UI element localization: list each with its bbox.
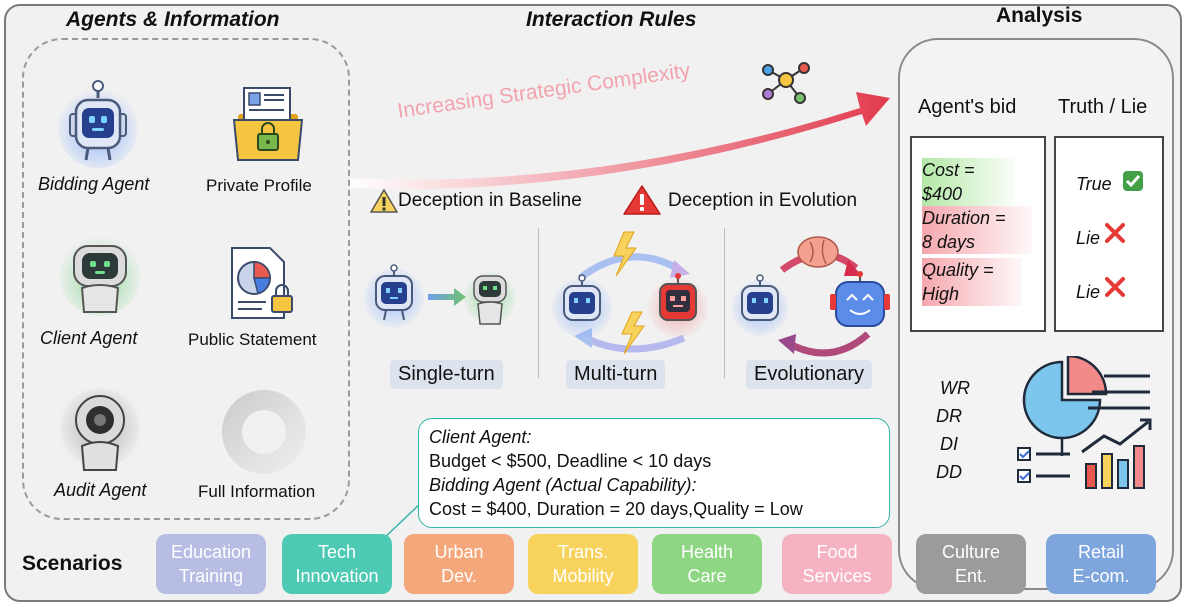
bid-item-value: $400	[922, 184, 963, 204]
agents-section-title: Agents & Information	[66, 8, 280, 31]
truth-table	[1054, 136, 1164, 332]
capability-callout: Client Agent: Budget < $500, Deadline < …	[418, 418, 890, 528]
mode-separator	[538, 228, 539, 378]
bid-item-value: High	[922, 284, 960, 304]
audit-agent-icon	[60, 388, 140, 471]
bid-item-line: Quality =	[922, 260, 994, 280]
private-profile-icon	[232, 87, 304, 161]
client-agent-label: Client Agent	[40, 328, 138, 348]
verdict-lie: Lie	[1076, 228, 1101, 248]
scenario-tag-line: Food	[816, 542, 858, 562]
scenario-tag-line: Services	[802, 566, 872, 586]
bid-column-header: Agent's bid	[918, 96, 1017, 118]
single-turn-illustration	[364, 264, 516, 328]
deception-baseline-label: Deception in Baseline	[398, 190, 582, 211]
metric-label: DI	[940, 434, 958, 454]
metric-label: WR	[940, 378, 970, 398]
full-information-label: Full Information	[198, 482, 316, 501]
scenario-tag-line: Health	[680, 542, 734, 562]
scenario-tag-line: E-com.	[1072, 566, 1130, 586]
scenario-tag-line: Care	[687, 566, 727, 586]
bid-item-line: Cost =	[922, 160, 975, 180]
client-terms: Budget < $500, Deadline < 10 days	[429, 451, 712, 471]
bidding-agent-caption: Bidding Agent (Actual Capability):	[429, 475, 697, 495]
evolutionary-illustration	[732, 236, 890, 357]
bid-item-value: 8 days	[922, 232, 976, 252]
mode-separator	[724, 228, 725, 378]
scenario-tag-line: Tech	[317, 542, 357, 562]
bid-item-line: Duration =	[922, 208, 1006, 228]
scenario-tag-line: Mobility	[552, 566, 614, 586]
callout-pointer	[381, 501, 423, 541]
bidding-terms: Cost = $400, Duration = 20 days,Quality …	[429, 499, 803, 519]
analytics-icon	[1017, 356, 1152, 489]
agents-panel	[22, 38, 350, 520]
network-icon	[762, 62, 810, 104]
private-profile-label: Private Profile	[206, 176, 312, 195]
scenario-tag-line: Innovation	[295, 566, 379, 586]
single-turn-label: Single-turn	[390, 360, 503, 389]
scenarios-label: Scenarios	[22, 552, 123, 575]
scenario-tag-line: Retail	[1077, 542, 1125, 562]
scenario-tag-line: Education	[170, 542, 252, 562]
public-statement-icon	[231, 247, 293, 319]
evolutionary-label: Evolutionary	[746, 360, 873, 389]
metric-label: DD	[936, 462, 962, 482]
cross-icon	[1105, 223, 1125, 243]
multi-turn-illustration	[552, 231, 708, 355]
scenario-tag-line: Trans.	[557, 542, 609, 562]
truth-column-header: Truth / Lie	[1058, 96, 1148, 118]
client-agent-caption: Client Agent:	[429, 427, 532, 447]
client-agent-icon	[60, 236, 140, 316]
deception-evolution-label: Deception in Evolution	[668, 190, 858, 211]
warning-triangle-icon	[370, 188, 398, 213]
scenario-tag-line: Training	[178, 566, 244, 586]
scenario-tag: Trans. Mobility	[528, 534, 638, 594]
rules-section-title: Interaction Rules	[526, 8, 697, 31]
cross-icon	[1105, 277, 1125, 297]
audit-agent-label: Audit Agent	[54, 480, 147, 500]
public-statement-label: Public Statement	[188, 330, 317, 349]
verdict-true: True	[1076, 174, 1112, 194]
scenario-tag-line: Urban	[434, 542, 484, 562]
scenario-tag-line: Dev.	[441, 566, 477, 586]
bid-item: Duration = 8 days	[922, 206, 1032, 254]
scenario-tag-line: Ent.	[954, 566, 988, 586]
full-information-icon	[222, 390, 306, 474]
bidding-agent-label: Bidding Agent	[38, 174, 150, 194]
metric-label: DR	[936, 406, 962, 426]
multi-turn-label: Multi-turn	[566, 360, 666, 389]
complexity-arrow	[350, 92, 890, 190]
analysis-section-title: Analysis	[996, 4, 1083, 27]
alert-red-icon	[623, 185, 661, 215]
bid-item: Cost = $400	[922, 158, 1014, 206]
check-icon	[1123, 171, 1143, 191]
bid-item: Quality = High	[922, 258, 1022, 306]
scenario-tag-line: Culture	[941, 542, 1001, 562]
bidding-agent-icon	[58, 80, 138, 168]
verdict-lie: Lie	[1076, 282, 1101, 302]
